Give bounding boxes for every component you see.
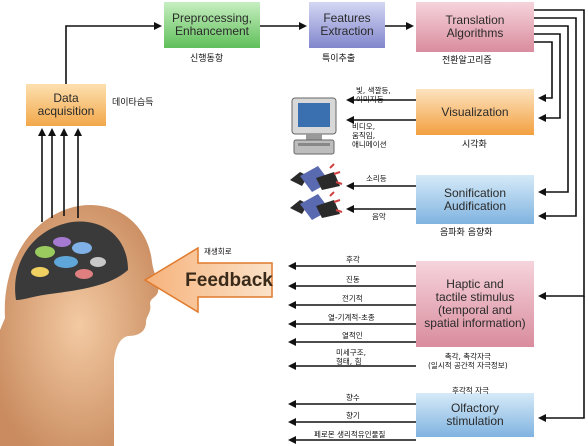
features-kr: 특이추출 [322,54,356,64]
speaker-icon-2 [290,191,343,220]
preprocessing-label: Preprocessing, Enhancement [171,11,253,38]
sonification-kr: 음파화 음향화 [440,228,493,238]
flow-arrows [65,9,585,444]
touch-label: 후각 [346,255,360,264]
scent-label: 향기 [346,411,360,420]
heat-mech-label: 열-기계적-초종 [328,313,375,322]
light-label: 빛, 색깔등, 이미지등 [356,86,391,104]
olfactory-label: Olfactory stimulation [446,401,504,428]
preprocessing-box [164,2,260,48]
olfactory-box [416,393,534,437]
feedback-circuit-label: 재생회로 [204,247,232,256]
video-label: 비디오, 움직임, 애니메이션 [352,122,387,149]
data-acquisition-box [26,84,106,126]
music-label: 음악 [372,212,386,221]
features-box [309,2,385,48]
vibration-label: 진동 [346,275,360,284]
electric-label: 전기적 [342,294,363,303]
head-illustration [0,205,159,446]
sound-label: 소리등 [366,174,387,183]
olfactory-kr: 후각적 자극 [452,386,489,395]
visualization-label: Visualization [441,104,509,119]
electrode-wires [38,128,82,222]
microstructure-label: 미세구조, 형태, 힘 [336,348,366,366]
sonification-box [416,175,534,224]
visualization-box [416,89,534,135]
data-acquisition-label: Data acquisition [37,91,95,118]
translation-kr: 전환알고리즘 [442,56,492,66]
translation-box [416,2,534,52]
data-acquisition-kr: 데이타습득 [112,98,154,108]
haptic-kr: 촉각, 촉각자극 (일시적 공간적 자극정보) [428,352,508,370]
monitor-icon [291,97,337,155]
haptic-label: Haptic and tactile stimulus (temporal an… [424,277,526,330]
speaker-icon-1 [290,163,343,192]
feedback-label: Feedback [185,269,273,291]
perfume-label: 향수 [346,393,360,402]
visualization-kr: 시각화 [462,140,487,150]
translation-label: Translation Algorithms [445,13,505,40]
haptic-box [416,261,534,347]
feedback-arrow [143,246,273,314]
sonification-label: Sonification Audification [443,185,507,213]
thermal-label: 열적인 [342,331,363,340]
preprocessing-kr: 신행동항 [190,54,224,64]
pheromone-label: 페로몬 생리적유인물질 [314,430,386,439]
features-label: Features Extraction [320,11,374,38]
